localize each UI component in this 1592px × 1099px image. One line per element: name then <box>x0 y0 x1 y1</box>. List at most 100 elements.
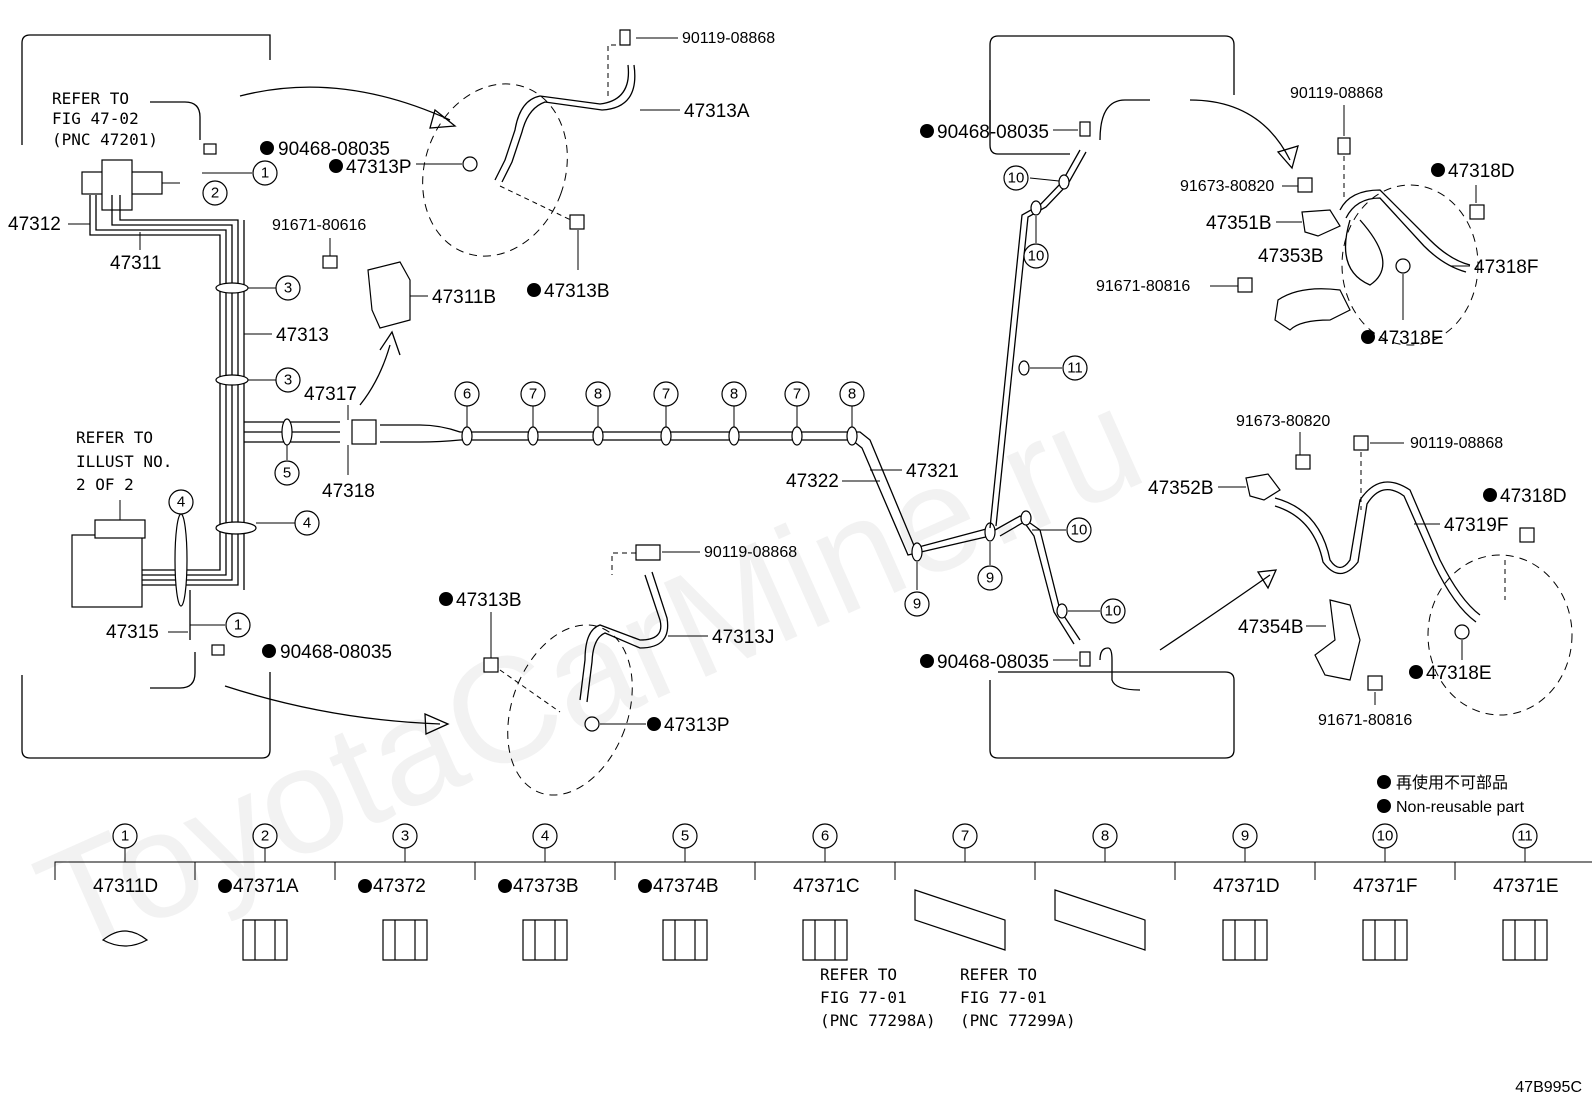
callout-10 <box>1066 517 1092 543</box>
label-47352B: 47352B <box>1148 478 1214 499</box>
clamp-10 <box>1058 174 1070 190</box>
arrow-head-5 <box>1256 569 1278 590</box>
callout-10-num: 10 <box>1071 522 1088 539</box>
non-reusable-marker <box>920 654 934 668</box>
brake-hose-47319F-inner <box>1274 488 1477 623</box>
brake-hose-47313J-inner <box>586 571 669 703</box>
callout-1 <box>252 160 278 186</box>
non-reusable-marker <box>218 879 232 893</box>
clamp-icon <box>802 919 848 961</box>
bolt-icon <box>1295 454 1311 470</box>
callout-3 <box>275 275 301 301</box>
non-reusable-marker <box>527 283 541 297</box>
detail-circle <box>1427 554 1573 716</box>
label-90119-08868: 90119-08868 <box>682 30 775 47</box>
clamp-number: 3 <box>401 828 409 845</box>
pointer-arrow-4 <box>1189 99 1291 161</box>
callout-7 <box>784 381 810 407</box>
bolt-icon <box>1367 675 1383 691</box>
non-reusable-marker <box>260 141 274 155</box>
label-47318: 47318 <box>322 481 375 502</box>
callout-8 <box>721 381 747 407</box>
clamp-icon <box>1054 889 1146 951</box>
ref-box-top-left <box>21 34 271 145</box>
clamp-10 <box>1020 510 1032 526</box>
arrow-head-4 <box>1276 145 1299 170</box>
clamp-icon <box>242 919 288 961</box>
ref-box-bottom-right <box>989 671 1235 759</box>
detail-circle <box>1341 184 1479 346</box>
callout-3-num: 3 <box>284 280 292 297</box>
callout-7-num: 7 <box>662 386 670 403</box>
clamp-icon <box>101 930 149 947</box>
callout-4 <box>168 489 194 515</box>
brake-tube-stub <box>1099 647 1141 691</box>
leader <box>1029 177 1060 182</box>
ref-line-1: REFER TO <box>52 89 129 108</box>
bracket-47311B <box>367 261 411 329</box>
clamp-4 <box>215 521 257 535</box>
ref-77-01-b-2: FIG 77-01 <box>960 988 1047 1007</box>
dashed-guide <box>499 185 576 223</box>
label-91673-80820-b: 91673-80820 <box>1236 413 1330 430</box>
arrow-head-1 <box>429 108 457 129</box>
non-reusable-marker <box>638 879 652 893</box>
ref-box-top-right-lower <box>989 100 1070 155</box>
non-reusable-marker <box>1483 488 1497 502</box>
callout-11-num: 11 <box>1067 360 1083 377</box>
pointer-arrow-1 <box>239 86 451 121</box>
clamp <box>215 374 249 386</box>
clamp-number: 1 <box>121 828 129 845</box>
ref-77-01-a-1: REFER TO <box>820 965 897 984</box>
callout-7 <box>653 381 679 407</box>
label-47351B: 47351B <box>1206 213 1272 234</box>
label-47313A: 47313A <box>684 101 750 122</box>
clip-part <box>1079 651 1091 667</box>
callout-10-num: 10 <box>1008 170 1025 187</box>
non-reusable-marker <box>1409 665 1423 679</box>
bolt-icon <box>635 544 661 561</box>
legend-en: Non-reusable part <box>1396 799 1525 816</box>
non-reusable-marker <box>358 879 372 893</box>
label-90468-08035-c: 90468-08035 <box>937 122 1049 143</box>
tube-rear-right-inner <box>995 151 1087 527</box>
label-47313P: 47313P <box>346 157 412 178</box>
callout-8-num: 8 <box>594 386 602 403</box>
non-reusable-marker <box>262 644 276 658</box>
brake-tube-stub <box>1099 99 1150 141</box>
washer-47313P <box>584 716 600 732</box>
clamp-table: 147311D247371A347372447373B547374B647371… <box>54 823 1592 961</box>
callout-4-num: 4 <box>177 494 185 511</box>
label-47313: 47313 <box>276 325 329 346</box>
non-reusable-marker <box>1377 799 1391 813</box>
callout-3 <box>275 367 301 393</box>
washer-47318E <box>1454 624 1470 640</box>
legend-jp: 再使用不可部品 <box>1396 774 1508 792</box>
clamp-number: 6 <box>821 828 829 845</box>
clip-part <box>203 143 217 155</box>
label-47313B: 47313B <box>544 281 610 302</box>
tube-callouts <box>466 406 853 427</box>
arrow-head-2 <box>379 330 401 356</box>
label-47321: 47321 <box>906 461 959 482</box>
clamp-number: 4 <box>541 828 549 845</box>
non-reusable-marker <box>1377 775 1391 789</box>
label-47313P-b: 47313P <box>664 715 730 736</box>
ref-line-2: FIG 47-02 <box>52 109 139 128</box>
callout-4 <box>294 510 320 536</box>
callout-10 <box>1100 598 1126 624</box>
clamp-5 <box>281 418 293 446</box>
bolt-icon <box>322 255 338 269</box>
bolt-icon <box>1469 204 1485 220</box>
label-90468-08035-b: 90468-08035 <box>280 642 392 663</box>
label-47318E: 47318E <box>1378 328 1444 349</box>
brake-hose-47313J <box>579 574 662 701</box>
pointer-arrow-3 <box>224 685 441 725</box>
label-90119-08868-b: 90119-08868 <box>704 544 797 561</box>
